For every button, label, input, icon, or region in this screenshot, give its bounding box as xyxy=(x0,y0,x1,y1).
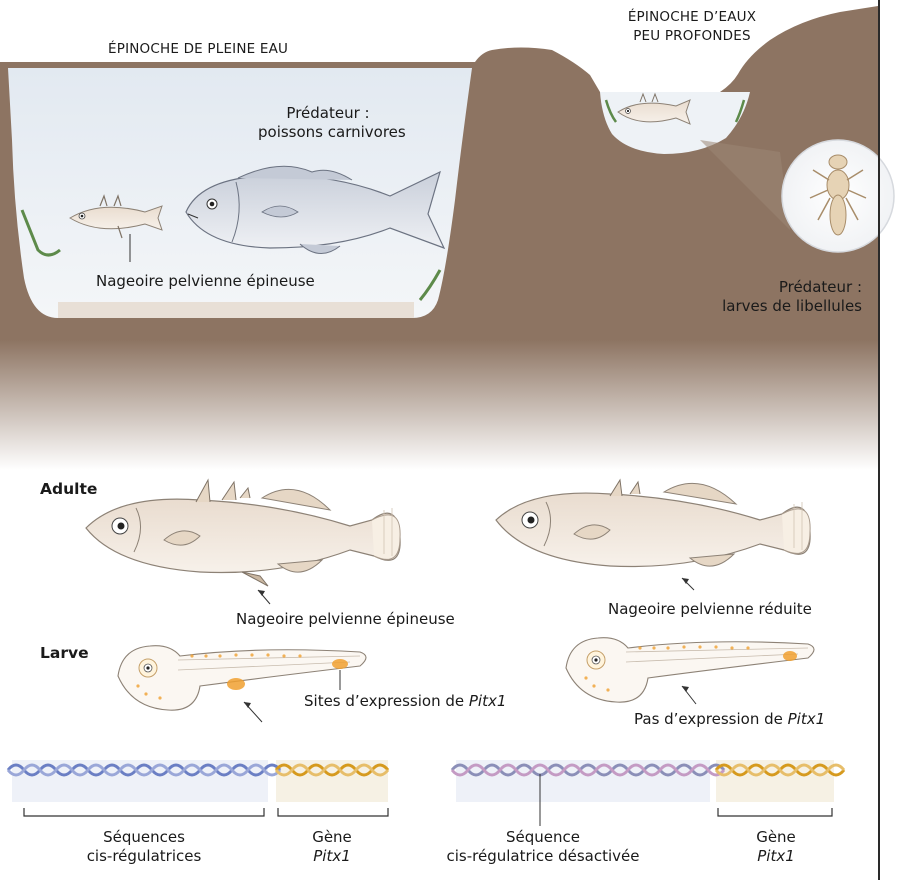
dna-right-regulatory-line1: Séquence xyxy=(438,828,648,847)
larva-left-caption-text: Sites d’expression de xyxy=(304,692,469,710)
larva-right-caption-gene: Pitx1 xyxy=(788,710,826,728)
larva-left-caption-gene: Pitx1 xyxy=(469,692,507,710)
larva-without-expression xyxy=(566,638,814,702)
open-water-spine-label: Nageoire pelvienne épineuse xyxy=(96,272,315,291)
larva-row-label: Larve xyxy=(40,644,89,663)
right-border-line xyxy=(878,0,880,880)
shallow-water-title: ÉPINOCHE D’EAUX PEU PROFONDES xyxy=(612,8,772,46)
dna-left-regulatory-label: Séquences cis-régulatrices xyxy=(64,828,224,866)
shallow-water-title-line1: ÉPINOCHE D’EAUX xyxy=(612,8,772,27)
larva-left-caption: Sites d’expression de Pitx1 xyxy=(304,692,506,711)
larva-right-caption-text: Pas d’expression de xyxy=(634,710,788,728)
larva-right-caption: Pas d’expression de Pitx1 xyxy=(634,710,825,729)
dna-left-gene-line1: Gène xyxy=(292,828,372,847)
bracket-gene-right xyxy=(718,808,832,816)
dna-left xyxy=(8,760,388,802)
bracket-gene-left xyxy=(278,808,388,816)
larva-predator-name: larves de libellules xyxy=(712,297,862,316)
pool-floor xyxy=(58,302,414,318)
adult-row-label: Adulte xyxy=(40,480,97,499)
adult-right-caption: Nageoire pelvienne réduite xyxy=(608,600,812,619)
adult-left-caption: Nageoire pelvienne épineuse xyxy=(236,610,455,629)
adult-stickleback-spiny xyxy=(86,480,400,586)
larva-predator-label: Prédateur : larves de libellules xyxy=(712,278,862,316)
fish-predator-label: Prédateur : poissons carnivores xyxy=(258,104,398,142)
bracket-regulatory-left xyxy=(24,808,264,816)
dna-right-regulatory-label: Séquence cis-régulatrice désactivée xyxy=(438,828,648,866)
pelvic-spine xyxy=(242,572,268,586)
shallow-water-title-line2: PEU PROFONDES xyxy=(612,27,772,46)
fish-predator-title: Prédateur : xyxy=(258,104,398,123)
dna-right-gene-line1: Gène xyxy=(736,828,816,847)
dna-left-gene-line2: Pitx1 xyxy=(292,847,372,866)
dna-left-regulatory-line1: Séquences xyxy=(64,828,224,847)
dna-right-gene-line2: Pitx1 xyxy=(736,847,816,866)
adult-stickleback-reduced xyxy=(496,480,810,567)
expression-site-pelvic xyxy=(227,678,245,690)
dna-right-gene-label: Gène Pitx1 xyxy=(736,828,816,866)
expression-site-tail xyxy=(332,659,348,669)
fish-predator-name: poissons carnivores xyxy=(258,123,398,142)
larva-predator-title: Prédateur : xyxy=(712,278,862,297)
dna-right-regulatory-line2: cis-régulatrice désactivée xyxy=(438,847,648,866)
dna-left-regulatory-line2: cis-régulatrices xyxy=(64,847,224,866)
dna-left-gene-label: Gène Pitx1 xyxy=(292,828,372,866)
open-water-title: ÉPINOCHE DE PLEINE EAU xyxy=(108,40,288,59)
